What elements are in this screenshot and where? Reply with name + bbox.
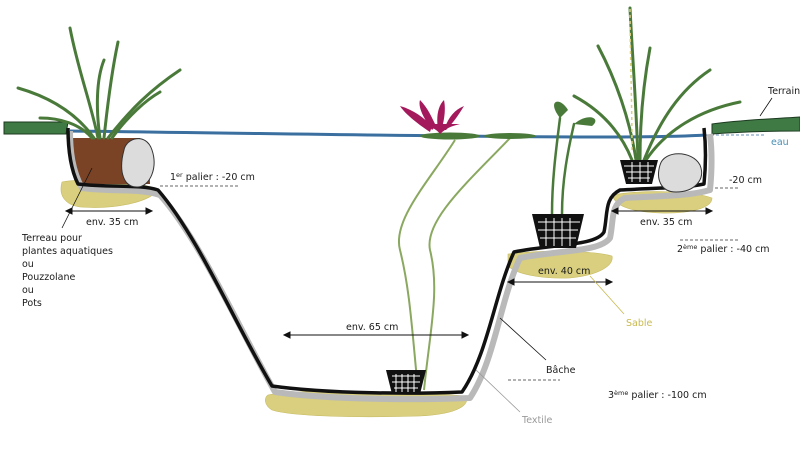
lily-pad-2 xyxy=(484,133,536,139)
label-bache: Bâche xyxy=(546,365,576,376)
label-textile: Textile xyxy=(521,415,552,426)
pond-liner xyxy=(66,127,708,395)
basket-middle xyxy=(532,214,584,248)
label-palier3: 3ème palier : -100 cm xyxy=(608,389,707,401)
terrain-left xyxy=(3,121,69,135)
stone-right xyxy=(658,153,702,193)
arrowhead-leaf-1 xyxy=(554,101,568,118)
lily-pad-1 xyxy=(420,132,480,140)
terrain-right xyxy=(711,116,800,135)
label-palier2: 2ème palier : -40 cm xyxy=(677,243,770,255)
label-terreau: Terreau pour plantes aquatiques ou Pouzz… xyxy=(21,233,116,309)
leader-terreau xyxy=(61,167,93,229)
dimension-arrows xyxy=(64,207,714,339)
label-env65: env. 65 cm xyxy=(346,322,398,333)
arrowhead-plant xyxy=(550,116,576,216)
marginal-plant-left xyxy=(16,26,182,140)
label-palier1: 1er palier : -20 cm xyxy=(170,171,255,183)
label-eau: eau xyxy=(771,137,789,148)
arrowhead-leaf-2 xyxy=(574,117,596,126)
leader-bache xyxy=(499,317,547,361)
depth-dashes xyxy=(160,185,740,381)
label-env35-left: env. 35 cm xyxy=(86,217,138,228)
label-minus20-right: -20 cm xyxy=(729,175,762,186)
textile-line xyxy=(67,130,715,403)
marginal-plant-right xyxy=(572,6,742,162)
basket-right xyxy=(620,160,658,184)
label-env40: env. 40 cm xyxy=(538,266,590,277)
water-surface xyxy=(69,129,707,139)
plant-stripe-right xyxy=(629,7,633,151)
label-env35-right: env. 35 cm xyxy=(640,217,692,228)
label-terrain: Terrain xyxy=(767,86,800,97)
leader-textile xyxy=(475,369,521,413)
leader-sable xyxy=(589,275,625,315)
lily-stem-1 xyxy=(397,139,456,391)
basket-bottom xyxy=(386,370,426,394)
stone-left xyxy=(121,138,155,188)
lily-flower xyxy=(400,100,464,134)
leader-terrain xyxy=(759,97,773,117)
label-sable: Sable xyxy=(626,318,653,329)
lily-stem-2 xyxy=(423,137,511,391)
